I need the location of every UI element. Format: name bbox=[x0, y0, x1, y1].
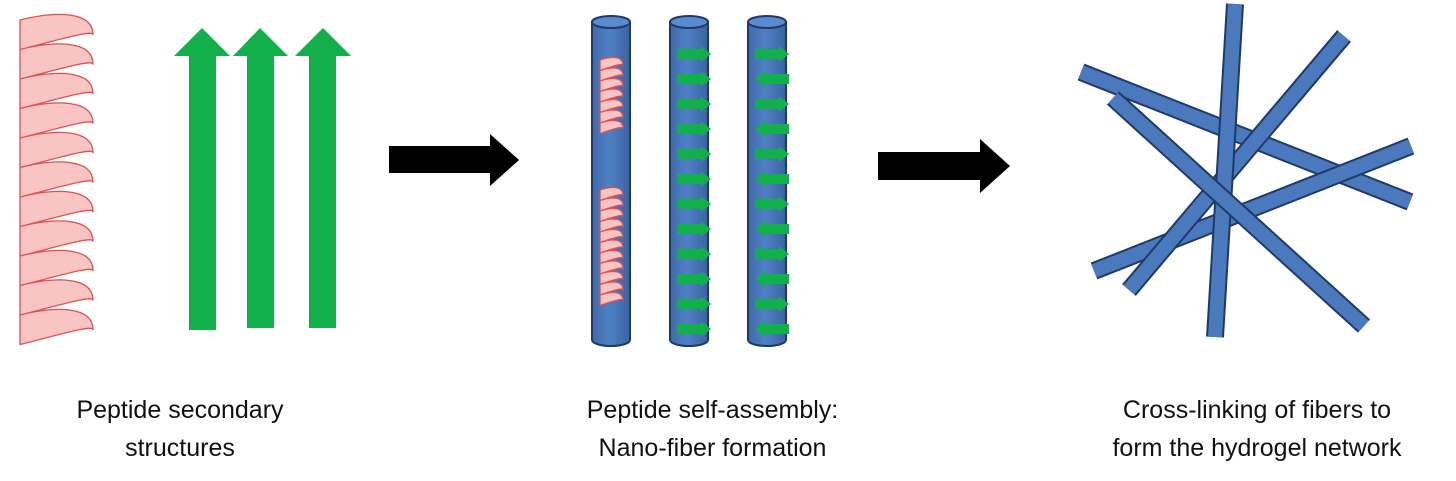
beta-strand-mini-arrow-icon bbox=[677, 171, 711, 187]
right-arrow-icon bbox=[389, 134, 519, 186]
hydrogel-network bbox=[1077, 3, 1415, 338]
beta-sheet-group bbox=[174, 28, 351, 330]
caption-line: Cross-linking of fibers to bbox=[1122, 396, 1392, 424]
caption-line: structures bbox=[125, 434, 235, 462]
beta-strand-mini-arrow-icon bbox=[755, 121, 789, 137]
beta-strand-mini-arrow-icon bbox=[677, 121, 711, 137]
beta-strand-mini-arrow-icon bbox=[677, 271, 711, 287]
caption-line: form the hydrogel network bbox=[1112, 434, 1402, 462]
beta-strand-mini-arrow-icon bbox=[755, 171, 789, 187]
beta-strand-mini-arrow-icon bbox=[677, 71, 711, 87]
antiparallel-sheet-arrows bbox=[755, 46, 789, 337]
caption-secondary-structures: Peptide secondary structures bbox=[20, 391, 340, 467]
beta-strand-mini-arrow-icon bbox=[755, 46, 789, 62]
beta-strand-mini-arrow-icon bbox=[677, 96, 711, 112]
alpha-helix-icon bbox=[599, 186, 624, 307]
network-fiber bbox=[1090, 137, 1415, 280]
beta-strand-mini-arrow-icon bbox=[677, 321, 711, 337]
alpha-helix-icon bbox=[19, 13, 94, 346]
caption-line: Nano-fiber formation bbox=[598, 434, 827, 462]
beta-strand-arrow-icon bbox=[233, 28, 288, 328]
caption-hydrogel-network: Cross-linking of fibers to form the hydr… bbox=[1062, 391, 1452, 467]
beta-strand-mini-arrow-icon bbox=[677, 221, 711, 237]
alpha-helix-icon bbox=[19, 13, 94, 346]
beta-strand-mini-arrow-icon bbox=[677, 46, 711, 62]
alpha-helix-icon bbox=[599, 56, 624, 135]
beta-strand-mini-arrow-icon bbox=[755, 71, 789, 87]
beta-strand-mini-arrow-icon bbox=[755, 221, 789, 237]
beta-strand-arrow-icon bbox=[295, 28, 351, 328]
beta-strand-mini-arrow-icon bbox=[755, 196, 789, 212]
network-fiber bbox=[1122, 30, 1351, 296]
network-fiber bbox=[1206, 3, 1244, 338]
beta-strand-mini-arrow-icon bbox=[755, 271, 789, 287]
beta-strand-mini-arrow-icon bbox=[755, 296, 789, 312]
network-fiber bbox=[1077, 63, 1414, 211]
beta-strand-arrow-icon bbox=[174, 28, 230, 330]
beta-strand-mini-arrow-icon bbox=[755, 146, 789, 162]
fiber-helix-group bbox=[599, 56, 624, 307]
beta-strand-mini-arrow-icon bbox=[677, 146, 711, 162]
parallel-sheet-arrows bbox=[677, 46, 711, 337]
network-fiber bbox=[1106, 91, 1371, 333]
beta-strand-mini-arrow-icon bbox=[677, 246, 711, 262]
beta-strand-mini-arrow-icon bbox=[755, 246, 789, 262]
beta-strand-mini-arrow-icon bbox=[677, 296, 711, 312]
beta-strand-mini-arrow-icon bbox=[677, 196, 711, 212]
beta-strand-mini-arrow-icon bbox=[755, 96, 789, 112]
right-arrow-icon bbox=[878, 139, 1010, 193]
caption-line: Peptide secondary bbox=[76, 396, 284, 424]
caption-self-assembly: Peptide self-assembly: Nano-fiber format… bbox=[530, 391, 895, 467]
caption-line: Peptide self-assembly: bbox=[586, 396, 839, 424]
beta-strand-mini-arrow-icon bbox=[755, 321, 789, 337]
nanofiber-group bbox=[591, 15, 789, 347]
